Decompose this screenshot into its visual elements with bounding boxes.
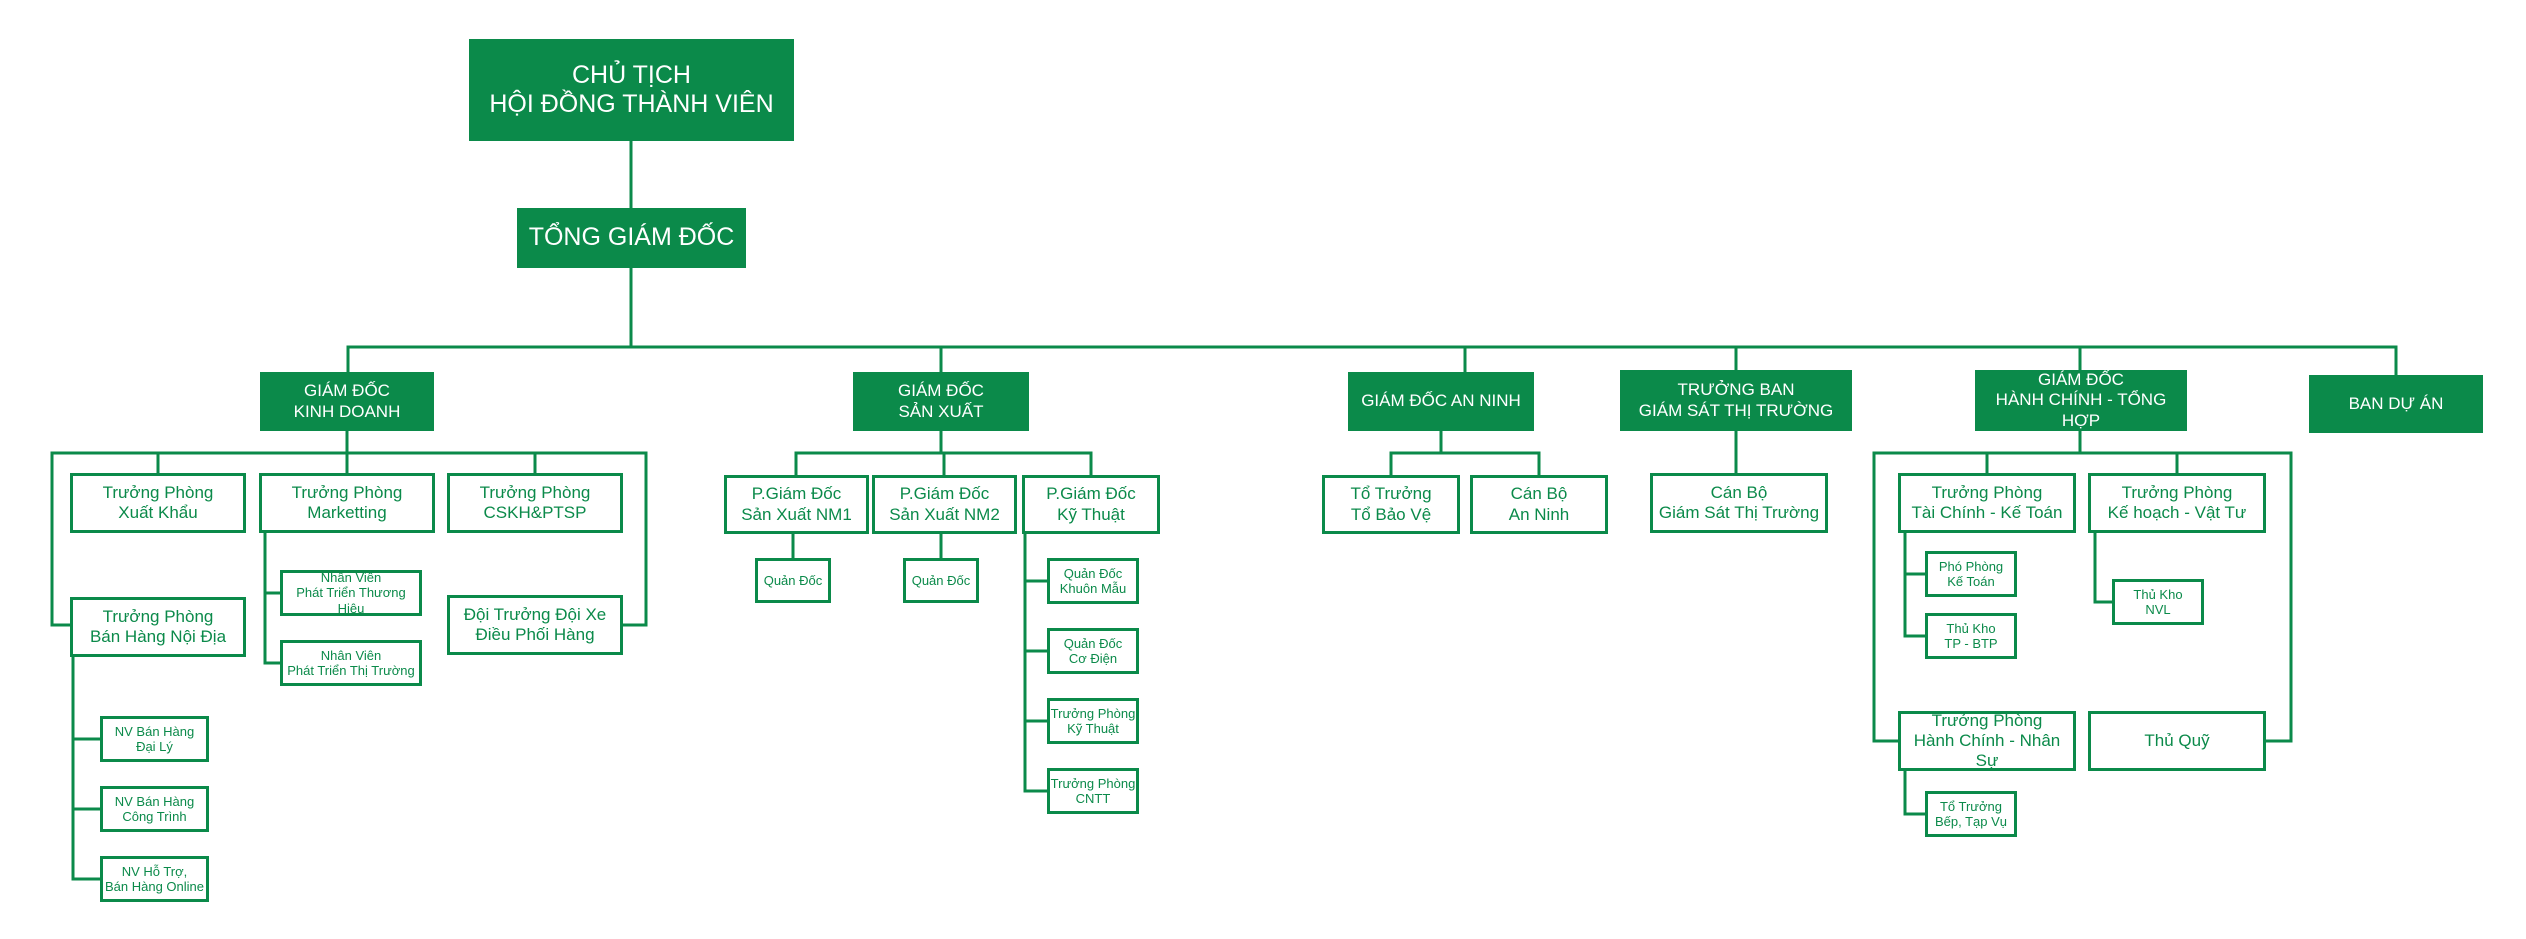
domestic-sales-manager-box: Trưởng Phòng Bán Hàng Nội Địa bbox=[70, 597, 246, 657]
market-supervision-head-box: TRƯỞNG BAN GIÁM SÁT THỊ TRƯỜNG bbox=[1620, 370, 1852, 431]
production-director-box: GIÁM ĐỐC SẢN XUẤT bbox=[853, 372, 1029, 431]
kitchen-leader-box: Tổ Trưởng Bếp, Tạp Vụ bbox=[1925, 791, 2017, 837]
foreman-nm1-box: Quản Đốc bbox=[755, 558, 831, 603]
deputy-director-technical-box: P.Giám Đốc Kỹ Thuật bbox=[1022, 475, 1160, 534]
deputy-director-nm1-box: P.Giám Đốc Sản Xuất NM1 bbox=[724, 475, 869, 534]
chairman-box: CHỦ TỊCH HỘI ĐỒNG THÀNH VIÊN bbox=[469, 39, 794, 141]
fleet-leader-box: Đội Trưởng Đội Xe Điều Phối Hàng bbox=[447, 595, 623, 655]
security-director-box: GIÁM ĐỐC AN NINH bbox=[1348, 372, 1534, 431]
foreman-nm2-box: Quản Đốc bbox=[903, 558, 979, 603]
export-manager-box: Trưởng Phòng Xuất Khẩu bbox=[70, 473, 246, 533]
it-manager-box: Trưởng Phòng CNTT bbox=[1047, 768, 1139, 814]
agency-sales-staff-box: NV Bán Hàng Đại Lý bbox=[100, 716, 209, 762]
project-board-box: BAN DỰ ÁN bbox=[2309, 375, 2483, 433]
brand-staff-box: Nhân Viên Phát Triển Thương Hiệu bbox=[280, 570, 422, 616]
ceo-box: TỔNG GIÁM ĐỐC bbox=[517, 208, 746, 268]
electromech-foreman-box: Quản Đốc Cơ Điện bbox=[1047, 628, 1139, 674]
planning-manager-box: Trưởng Phòng Kế hoạch - Vật Tư bbox=[2088, 473, 2266, 533]
hr-manager-box: Trưởng Phòng Hành Chính - Nhân Sự bbox=[1898, 711, 2076, 771]
online-sales-staff-box: NV Hỗ Trợ, Bán Hàng Online bbox=[100, 856, 209, 902]
customer-service-manager-box: Trưởng Phòng CSKH&PTSP bbox=[447, 473, 623, 533]
security-officer-box: Cán Bộ An Ninh bbox=[1470, 475, 1608, 534]
deputy-director-nm2-box: P.Giám Đốc Sản Xuất NM2 bbox=[872, 475, 1017, 534]
guard-team-leader-box: Tổ Trưởng Tổ Bảo Vệ bbox=[1322, 475, 1460, 534]
warehouse-keeper-nvl-box: Thủ Kho NVL bbox=[2112, 579, 2204, 625]
finance-manager-box: Trưởng Phòng Tài Chính - Kế Toán bbox=[1898, 473, 2076, 533]
admin-director-box: GIÁM ĐỐC HÀNH CHÍNH - TỔNG HỢP bbox=[1975, 370, 2187, 431]
market-staff-box: Nhân Viên Phát Triển Thị Trường bbox=[280, 640, 422, 686]
marketing-manager-box: Trưởng Phòng Marketting bbox=[259, 473, 435, 533]
technical-manager-box: Trưởng Phòng Kỹ Thuật bbox=[1047, 698, 1139, 744]
sales-director-box: GIÁM ĐỐC KINH DOANH bbox=[260, 372, 434, 431]
mold-foreman-box: Quản Đốc Khuôn Mẫu bbox=[1047, 558, 1139, 604]
warehouse-keeper-tp-box: Thủ Kho TP - BTP bbox=[1925, 613, 2017, 659]
deputy-accounting-box: Phó Phòng Kế Toán bbox=[1925, 551, 2017, 597]
treasurer-box: Thủ Quỹ bbox=[2088, 711, 2266, 771]
project-sales-staff-box: NV Bán Hàng Công Trình bbox=[100, 786, 209, 832]
market-supervision-officer-box: Cán Bộ Giám Sát Thị Trường bbox=[1650, 473, 1828, 533]
